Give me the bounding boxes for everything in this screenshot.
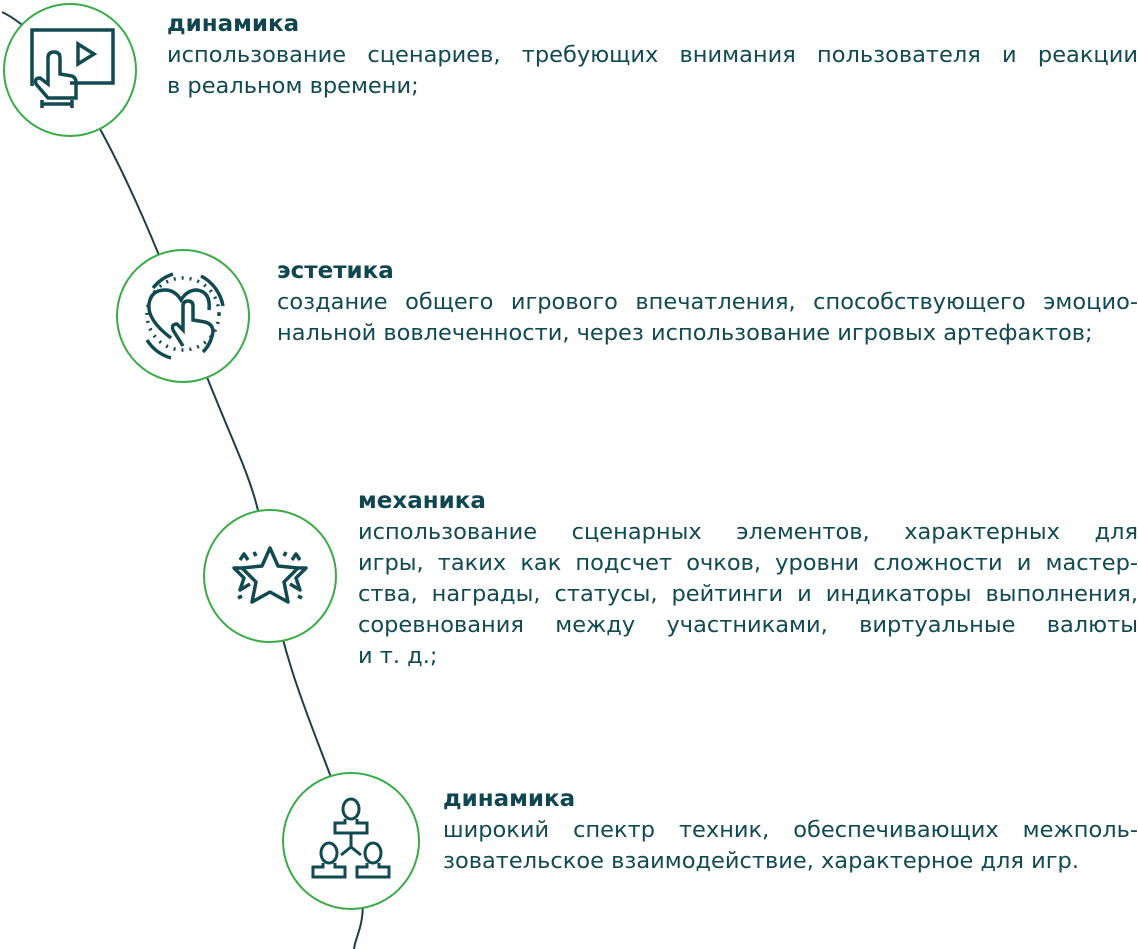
- item-text-line: использование сценариев, требующих внима…: [167, 42, 1138, 68]
- item-dynamics-2: динамика широкий спектр техник, обеспечи…: [443, 784, 1138, 877]
- icon-circle-1: [3, 3, 137, 137]
- icon-circle-4: [282, 772, 420, 910]
- user-network-icon: [311, 797, 391, 879]
- item-dynamics-1: динамика использование сценариев, требую…: [167, 9, 1138, 102]
- icon-circle-2: [116, 249, 250, 383]
- item-title: эстетика: [277, 258, 394, 284]
- item-text-line: широкий спектр техник, обеспечивающих ме…: [443, 817, 1138, 843]
- item-title: механика: [358, 488, 486, 514]
- touch-screen-play-icon: [30, 28, 115, 108]
- stars-icon: [232, 546, 308, 604]
- item-text-line: ства, награды, статусы, рейтинги и индик…: [358, 581, 1138, 607]
- item-text-line: соревнования между участниками, виртуаль…: [358, 612, 1138, 638]
- heart-touch-icon: [145, 272, 225, 360]
- item-text-line: создание общего игрового впечатления, сп…: [277, 289, 1138, 315]
- icon-circle-3: [203, 509, 337, 643]
- item-text-line: игры, таких как подсчет очков, уровни сл…: [358, 550, 1138, 576]
- item-title: динамика: [443, 786, 576, 812]
- item-aesthetics: эстетика создание общего игрового впечат…: [277, 256, 1138, 349]
- item-text-line: и т. д.;: [358, 643, 438, 669]
- item-mechanics: механика использование сценарных элемент…: [358, 486, 1138, 672]
- item-text-line: нальной вовлеченности, через использован…: [277, 320, 1093, 346]
- item-text-line: в реальном времени;: [167, 73, 419, 99]
- item-text-line: зовательское взаимодействие, характерное…: [443, 848, 1079, 874]
- item-title: динамика: [167, 11, 300, 37]
- item-text-line: использование сценарных элементов, харак…: [358, 519, 1138, 545]
